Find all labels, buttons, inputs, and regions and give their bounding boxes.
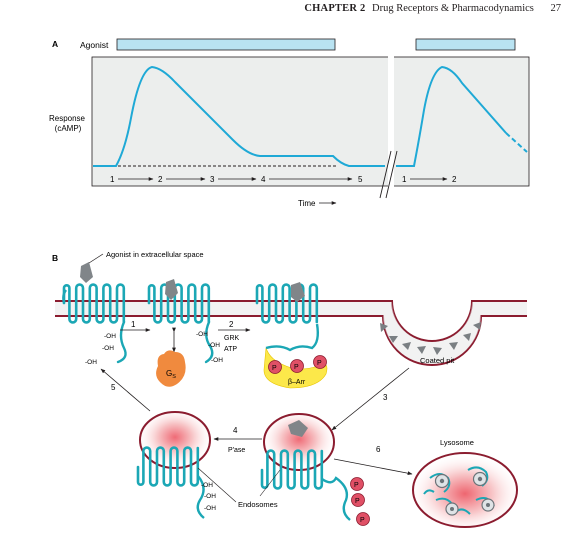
lysosome-vesicles (434, 471, 495, 516)
plot-area-right (392, 56, 530, 187)
response-curve-2-dashed (505, 132, 528, 153)
y-axis-label-line2: (cAMP) (55, 124, 82, 133)
p-label-3: P (317, 360, 322, 367)
beta-arrestin (263, 347, 328, 389)
step-b-3: 3 (383, 393, 388, 402)
panel-a-label: A (52, 39, 58, 49)
agonist-bar-1 (116, 38, 336, 51)
p-endo-label-3: P (360, 517, 365, 524)
oh-r2-1: -OH (196, 331, 208, 338)
axis-break-mark-1 (379, 150, 392, 199)
step-b-6: 6 (376, 445, 381, 454)
endosomes-label: Endosomes (238, 500, 278, 509)
page-header: CHAPTER 2 Drug Receptors & Pharmacodynam… (304, 3, 561, 14)
oh-endo-1: -OH (201, 482, 213, 489)
oh-r2-2: -OH (208, 342, 220, 349)
plot-area-left (91, 56, 391, 187)
page-number: 27 (550, 3, 562, 14)
oh-r1-1: -OH (104, 333, 116, 340)
step-b-4: 4 (233, 426, 238, 435)
axis-break-mark-2 (385, 150, 398, 199)
coated-pit-label: Coated pit (420, 356, 455, 365)
phosphate-2 (290, 359, 304, 373)
p-endo-label-1: P (354, 482, 359, 489)
response-curve-2 (396, 65, 507, 167)
panel-b-label: B (52, 253, 58, 263)
oh-r1-3: -OH (85, 359, 97, 366)
step-a-3: 3 (210, 175, 215, 184)
extracellular-label: Agonist in extracellular space (106, 250, 204, 259)
step-a-4: 4 (261, 175, 266, 184)
step-a-6: 1 (402, 175, 407, 184)
plasma-membrane (55, 300, 527, 366)
agonist-bound-3 (291, 282, 305, 302)
gs-protein (156, 350, 186, 387)
step-b-5: 5 (111, 383, 116, 392)
response-curve-1 (93, 65, 385, 167)
pase-label: P'ase (228, 447, 245, 454)
chapter-label: CHAPTER 2 (304, 3, 366, 14)
coat-proteins (380, 322, 481, 355)
agonist-bound-2 (165, 279, 178, 300)
oh-r1-2: -OH (102, 345, 114, 352)
beta-arrestin-label: β–Arr (288, 379, 306, 386)
p-label-2: P (294, 364, 299, 371)
axis-break-gap (388, 56, 394, 187)
step-b-1: 1 (131, 320, 136, 329)
oh-endo-2: -OH (204, 493, 216, 500)
y-axis-label-line1: Response (49, 114, 86, 123)
step-a-2: 2 (158, 175, 163, 184)
oh-r2-3: -OH (211, 357, 223, 364)
step-a-1: 1 (110, 175, 115, 184)
p-label-1: P (272, 365, 277, 372)
chapter-title: Drug Receptors & Pharmacodynamics (372, 3, 534, 14)
agonist-label: Agonist (80, 40, 109, 50)
phosphate-endo-3 (356, 512, 370, 526)
time-axis-label: Time (298, 199, 316, 208)
agonist-bar-2 (415, 38, 516, 51)
grk-label: GRK (224, 335, 240, 342)
lysosome-label: Lysosome (440, 438, 474, 447)
oh-endo-3: -OH (204, 505, 216, 512)
step-a-5: 5 (358, 175, 363, 184)
phosphate-3 (313, 355, 327, 369)
atp-label: ATP (224, 346, 237, 353)
phosphate-1 (268, 360, 282, 374)
p-endo-label-2: P (355, 498, 360, 505)
step-a-7: 2 (452, 175, 457, 184)
phosphate-endo-1 (350, 477, 364, 491)
agonist-endosome (288, 420, 308, 437)
gs-label: GS (166, 369, 176, 380)
phosphate-endo-2 (351, 493, 365, 507)
step-b-2: 2 (229, 320, 234, 329)
agonist-extracellular (80, 262, 93, 283)
